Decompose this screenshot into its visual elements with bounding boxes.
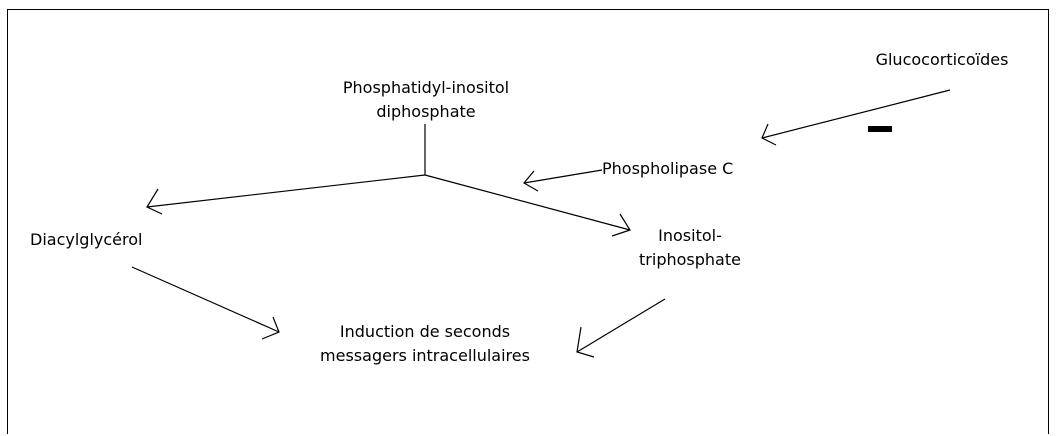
arrowhead-diacylglycerol-induction: [261, 316, 280, 340]
inhibition-symbol: [868, 126, 892, 132]
node-induction-line2: messagers intracellulaires: [320, 346, 530, 365]
arrowhead-glucocorticoides: [761, 123, 777, 146]
arrow-glucocorticoides-to-phospholipase: [761, 89, 951, 139]
diagram-border: [7, 9, 1049, 434]
node-pip2-line1: Phosphatidyl-inositol: [342, 78, 510, 97]
node-diacylglycerol-label: Diacylglycérol: [30, 230, 143, 249]
node-ip3: Inositol- triphosphate: [600, 224, 780, 272]
arrow-phospholipase-to-junction: [523, 169, 603, 184]
node-ip3-line2: triphosphate: [639, 250, 741, 269]
arrow-diacylglycerol-to-induction: [131, 266, 280, 333]
node-induction: Induction de seconds messagers intracell…: [280, 320, 570, 368]
node-ip3-line1: Inositol-: [658, 226, 722, 245]
node-phospholipase-c: Phospholipase C: [602, 157, 792, 181]
arrowhead-ip3: [611, 213, 631, 237]
node-pip2-line2: diphosphate: [376, 102, 476, 121]
arrowhead-phospholipase: [523, 170, 539, 192]
node-glucocorticoides-label: Glucocorticoïdes: [875, 50, 1009, 69]
arrowhead-diacylglycerol: [146, 188, 163, 215]
node-induction-line1: Induction de seconds: [339, 322, 511, 341]
node-phospholipase-c-label: Phospholipase C: [602, 159, 734, 178]
arrow-to-diacylglycerol: [146, 174, 426, 208]
node-pip2: Phosphatidyl-inositol diphosphate: [276, 76, 576, 124]
arrow-to-ip3: [424, 174, 631, 231]
arrow-ip3-to-induction: [576, 298, 666, 353]
arrowhead-ip3-induction: [576, 326, 595, 358]
node-glucocorticoides: Glucocorticoïdes: [852, 48, 1032, 72]
node-diacylglycerol: Diacylglycérol: [30, 228, 210, 252]
